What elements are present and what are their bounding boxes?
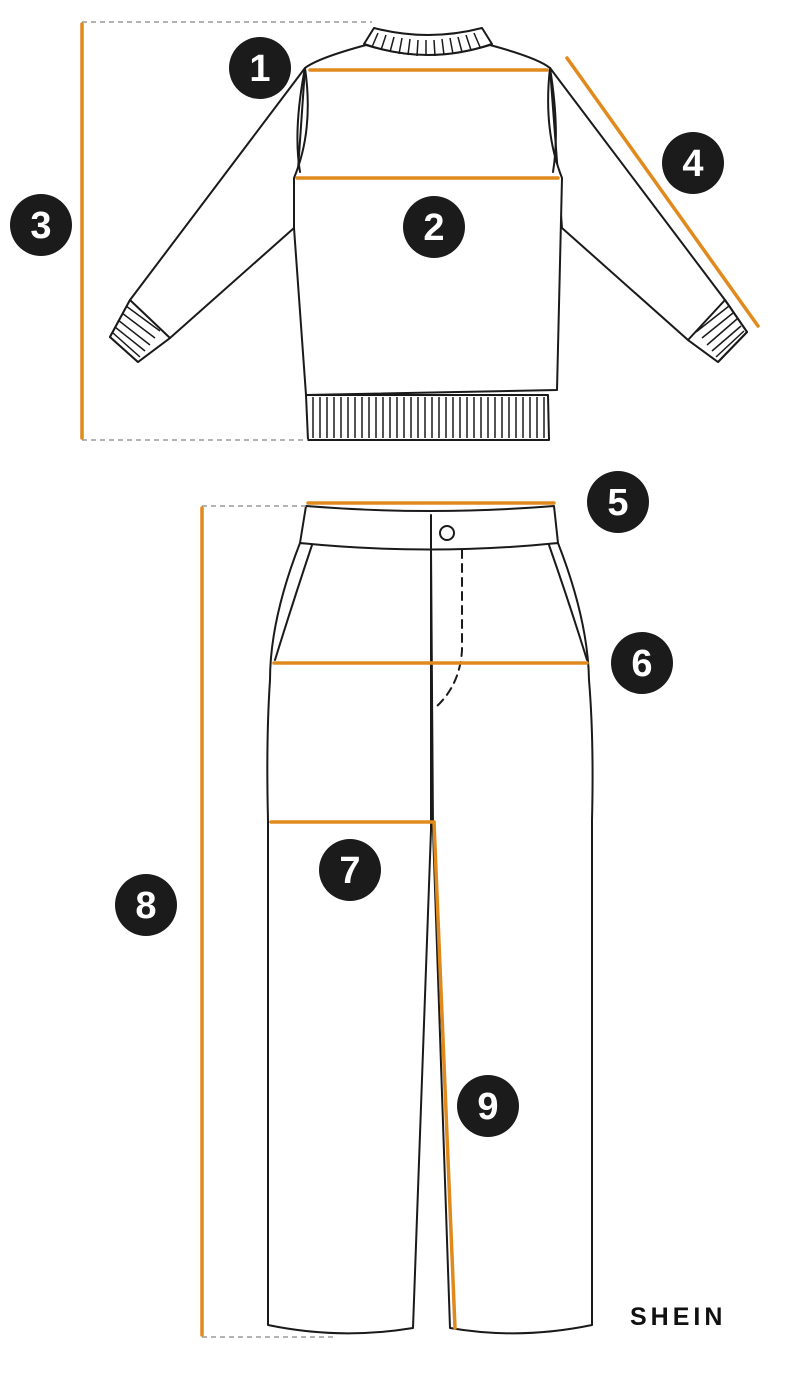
measurement-lines: [80, 22, 760, 1337]
sweatshirt-hem-ribbing: [312, 397, 545, 438]
measure-badge-label-8: 8: [135, 885, 156, 927]
sweatshirt-cuff-ribbing: [112, 305, 745, 358]
pants-left-pocket: [274, 544, 313, 661]
pants-right-pocket: [548, 544, 588, 661]
measure-badge-9: 9: [457, 1075, 519, 1137]
measurement-badges: 1 2 3 4 5 6 7 8: [10, 37, 724, 1137]
measure-badge-5: 5: [587, 471, 649, 533]
measure-badge-label-1: 1: [249, 48, 270, 90]
sweatshirt-right-armhole-seam: [549, 67, 557, 173]
brand-logo: SHEIN: [630, 1303, 727, 1331]
sweatshirt-collar: [363, 27, 493, 56]
measure-badge-label-5: 5: [607, 482, 628, 524]
measure-line-9: [432, 820, 457, 1330]
measure-badge-label-9: 9: [477, 1086, 498, 1128]
measure-badge-7: 7: [319, 839, 381, 901]
measure-badge-1: 1: [229, 37, 291, 99]
measure-badge-label-4: 4: [682, 143, 703, 185]
pants-illustration: [266, 505, 594, 1335]
sweatshirt-right-cuff: [687, 299, 748, 363]
sweatshirt-hem-band: [305, 394, 550, 441]
pants-right-leg: [430, 542, 594, 1335]
pants-fly-stitch: [435, 549, 463, 708]
measure-badge-label-7: 7: [339, 850, 360, 892]
measure-badge-label-3: 3: [30, 205, 51, 247]
pants-left-leg: [266, 542, 432, 1335]
measure-badge-4: 4: [662, 132, 724, 194]
measure-badge-label-2: 2: [423, 207, 444, 249]
pants-button-icon: [439, 525, 455, 541]
measure-badge-8: 8: [115, 874, 177, 936]
sweatshirt-collar-ribbing: [371, 32, 481, 57]
measure-badge-2: 2: [403, 196, 465, 258]
measure-badge-label-6: 6: [631, 643, 652, 685]
measure-badge-3: 3: [10, 194, 72, 256]
sweatshirt-left-armhole-seam: [296, 67, 306, 173]
pants-waistband: [299, 505, 559, 551]
measure-badge-6: 6: [611, 632, 673, 694]
measure-line-4: [565, 56, 760, 328]
